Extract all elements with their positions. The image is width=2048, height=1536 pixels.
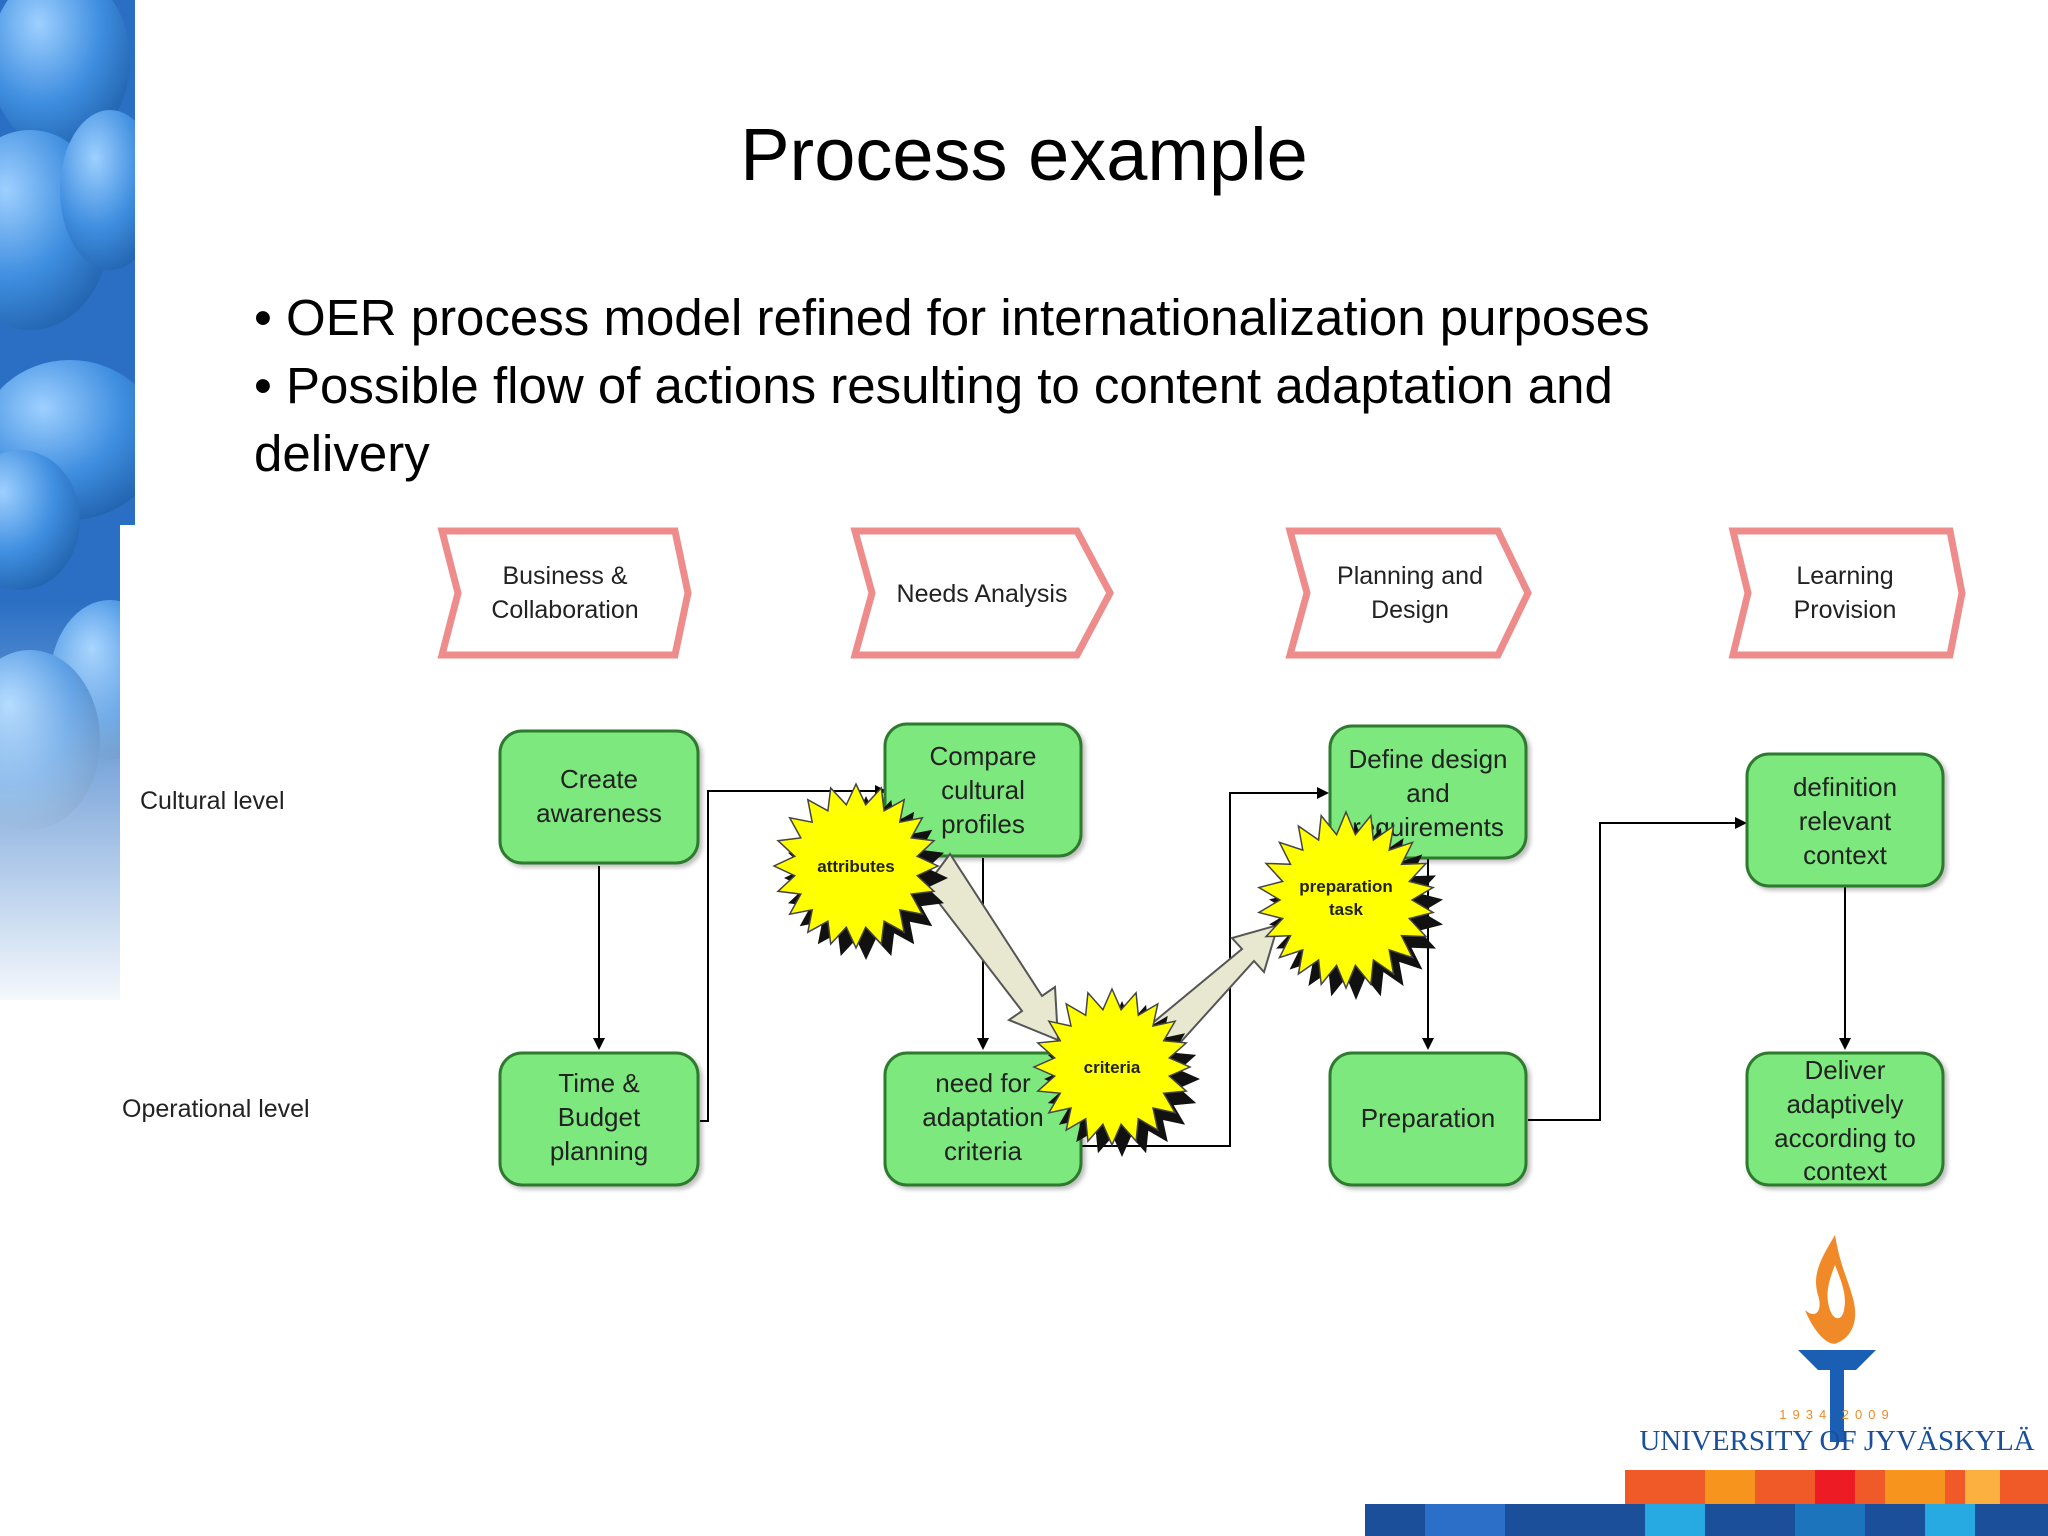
svg-text:adaptation: adaptation — [922, 1102, 1043, 1132]
box-definition-relevant-context: definition relevant context — [1745, 752, 1945, 888]
block-arrow-attributes-to-criteria — [924, 852, 1060, 1042]
starburst-preparation-label-2: task — [1329, 900, 1364, 919]
svg-text:Business &: Business & — [502, 562, 627, 590]
star-attributes-shape — [772, 782, 940, 950]
box-deliver-adaptively: Deliver adaptively according to context — [1745, 1051, 1945, 1187]
svg-text:Deliver: Deliver — [1805, 1055, 1886, 1085]
box-compare-cultural-profiles: Compare cultural profiles — [883, 722, 1083, 858]
university-torch-logo: 1934 2009 UNIVERSITY OF JYVÄSKYLÄ — [1639, 1235, 2035, 1457]
cultural-level-label: Cultural level — [140, 787, 285, 815]
svg-text:Needs Analysis: Needs Analysis — [897, 580, 1068, 608]
svg-text:Planning and: Planning and — [1337, 562, 1483, 590]
svg-text:profiles: profiles — [941, 809, 1025, 839]
svg-text:Time &: Time & — [558, 1068, 639, 1098]
decorative-stones-image — [0, 0, 135, 1020]
logo-university-name: UNIVERSITY OF JYVÄSKYLÄ — [1639, 1425, 2034, 1457]
process-diagram: Business & Collaboration Needs Analysis … — [122, 527, 1966, 1187]
svg-text:definition: definition — [1793, 772, 1897, 802]
box-preparation: Preparation — [1328, 1051, 1528, 1187]
svg-text:Define design: Define design — [1349, 744, 1508, 774]
svg-text:Compare: Compare — [930, 741, 1037, 771]
svg-text:Provision: Provision — [1794, 596, 1897, 624]
svg-text:Collaboration: Collaboration — [491, 596, 638, 624]
svg-text:and: and — [1406, 778, 1449, 808]
svg-text:criteria: criteria — [944, 1136, 1023, 1166]
torch-icon — [1798, 1235, 1876, 1442]
slide-title: Process example — [740, 113, 1308, 196]
star-criteria-shape — [1032, 987, 1192, 1147]
phase-chevron-needs-analysis: Needs Analysis — [850, 527, 1114, 659]
starburst-preparation-label-1: preparation — [1299, 877, 1393, 896]
svg-text:cultural: cultural — [941, 775, 1025, 805]
flow-connectors — [593, 785, 1851, 1147]
bullet-flow-continuation: delivery — [254, 425, 430, 482]
svg-text:relevant: relevant — [1799, 806, 1892, 836]
svg-text:Create: Create — [560, 764, 638, 794]
starburst-preparation-task — [1256, 810, 1444, 1000]
svg-text:context: context — [1803, 1156, 1888, 1186]
phase-chevron-business: Business & Collaboration — [437, 527, 692, 659]
brand-color-stripes — [1365, 1470, 2048, 1536]
box-need-for-adaptation-criteria: need for adaptation criteria — [883, 1051, 1083, 1187]
starburst-attributes — [772, 782, 948, 960]
box-time-budget-planning: Time & Budget planning — [498, 1051, 700, 1187]
bullet-flow-actions: • Possible flow of actions resulting to … — [254, 357, 1613, 414]
box-create-awareness: Create awareness — [498, 729, 700, 865]
phase-chevron-learning-provision: Learning Provision — [1728, 527, 1966, 659]
operational-level-label: Operational level — [122, 1095, 310, 1123]
star-prep-shape — [1256, 810, 1436, 990]
svg-text:awareness: awareness — [536, 798, 662, 828]
bullet-oer-model: • OER process model refined for internat… — [254, 289, 1650, 346]
starburst-criteria — [1032, 987, 1200, 1157]
logo-years: 1934 2009 — [1779, 1407, 1894, 1422]
svg-text:context: context — [1803, 840, 1888, 870]
starburst-criteria-label: criteria — [1084, 1058, 1141, 1077]
svg-text:adaptively: adaptively — [1786, 1089, 1903, 1119]
svg-text:according to: according to — [1774, 1123, 1916, 1153]
svg-text:need for: need for — [935, 1068, 1031, 1098]
svg-text:Design: Design — [1371, 596, 1449, 624]
svg-text:Budget: Budget — [558, 1102, 641, 1132]
starburst-attributes-label: attributes — [817, 857, 894, 876]
phase-chevron-planning-design: Planning and Design — [1285, 527, 1532, 659]
svg-text:planning: planning — [550, 1136, 648, 1166]
svg-text:Preparation: Preparation — [1361, 1103, 1495, 1133]
svg-text:Learning: Learning — [1796, 562, 1893, 590]
